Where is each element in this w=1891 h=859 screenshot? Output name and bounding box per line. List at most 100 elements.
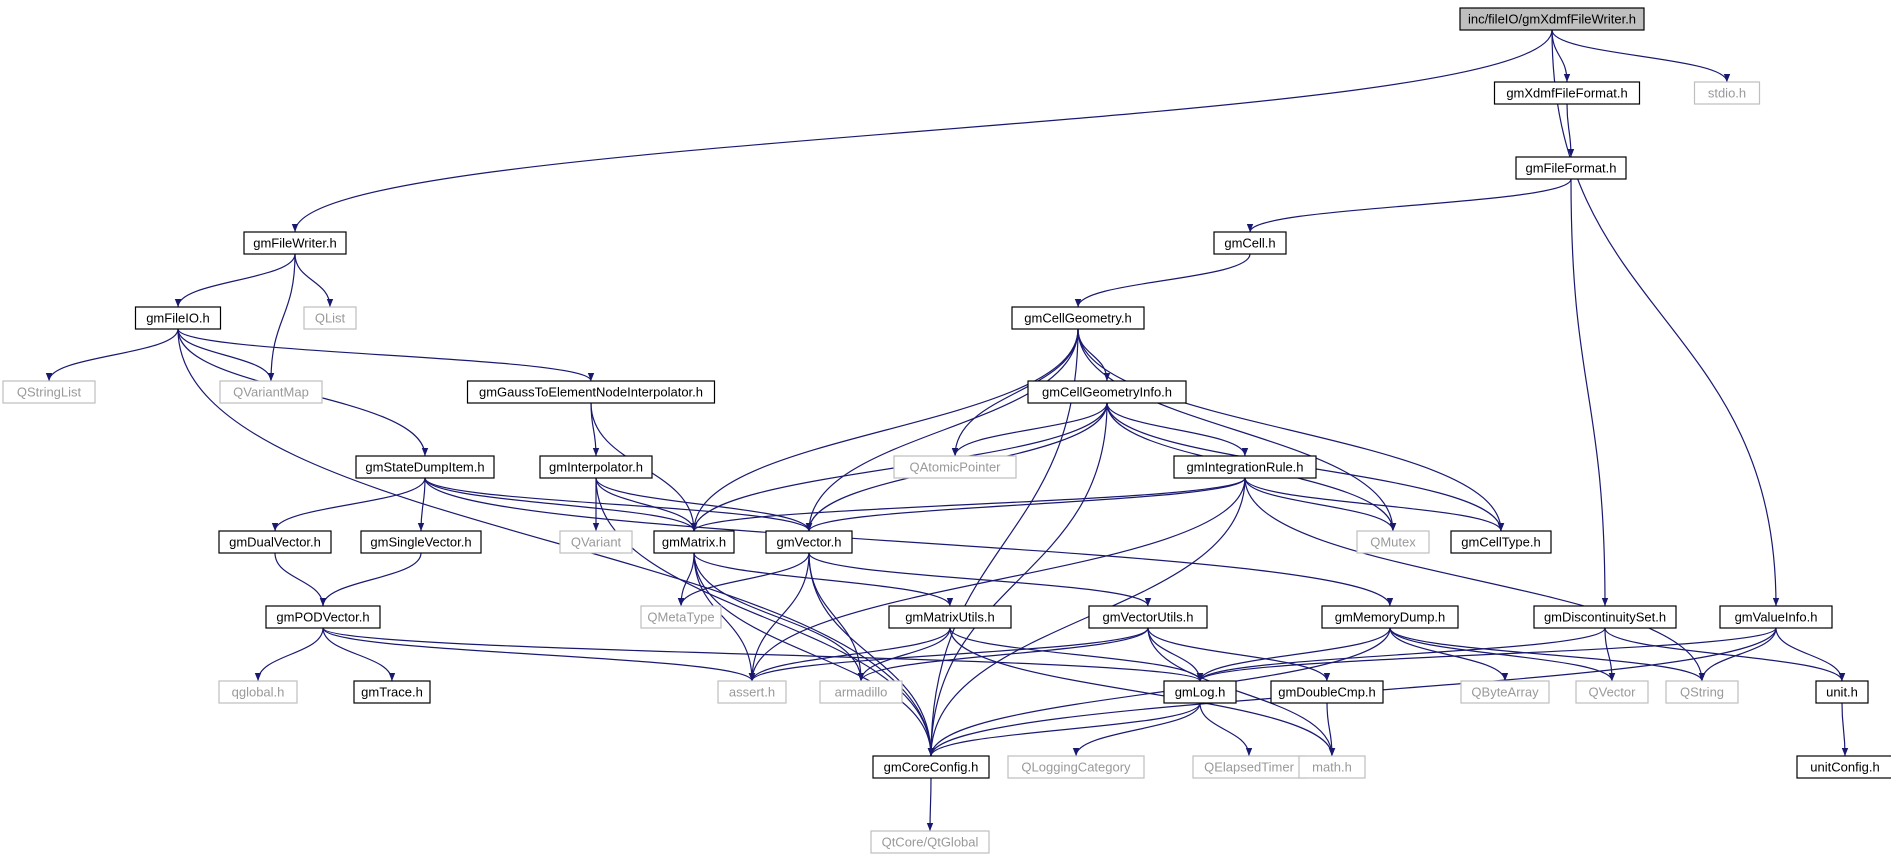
node-label: gmDoubleCmp.h: [1278, 684, 1376, 699]
node-label: QVariant: [571, 534, 622, 549]
node-label: gmVectorUtils.h: [1102, 609, 1193, 624]
node-qlist: QList: [303, 306, 357, 330]
node-discset[interactable]: gmDiscontinuitySet.h: [1533, 605, 1677, 629]
node-root[interactable]: inc/fileIO/gmXdmfFileWriter.h: [1459, 7, 1645, 31]
node-label: QMutex: [1370, 534, 1416, 549]
node-memdump[interactable]: gmMemoryDump.h: [1321, 605, 1459, 629]
node-label: gmIntegrationRule.h: [1186, 459, 1303, 474]
edge-vector-to-coreconfig: [808, 552, 935, 757]
node-box: [539, 455, 653, 479]
edge-fileio-to-qvariantmap: [177, 328, 275, 382]
node-label: qglobal.h: [232, 684, 285, 699]
node-trace[interactable]: gmTrace.h: [353, 680, 431, 704]
node-unit[interactable]: unit.h: [1815, 680, 1869, 704]
node-cellgeom[interactable]: gmCellGeometry.h: [1011, 306, 1145, 330]
node-filewriter[interactable]: gmFileWriter.h: [243, 231, 347, 255]
edge-matutils-to-math: [949, 627, 1336, 757]
node-label: gmLog.h: [1175, 684, 1226, 699]
edge-xdmfformat-to-fileformat: [1566, 103, 1575, 158]
node-box: [888, 605, 1012, 629]
edge-fileio-to-coreconfig: [177, 328, 935, 757]
node-box: [1298, 755, 1366, 779]
edge-dualvec-to-podvec: [274, 552, 327, 607]
node-xdmfformat[interactable]: gmXdmfFileFormat.h: [1493, 81, 1641, 105]
node-box: [1356, 530, 1430, 554]
node-box: [1027, 380, 1187, 404]
node-qelapsed: QElapsedTimer: [1192, 755, 1306, 779]
node-label: gmFileIO.h: [146, 310, 210, 325]
edge-coreconfig-to-qtglobal: [926, 777, 934, 832]
node-label: gmCellType.h: [1461, 534, 1540, 549]
node-matrix[interactable]: gmMatrix.h: [653, 530, 735, 554]
node-label: gmCellGeometryInfo.h: [1042, 384, 1172, 399]
node-box: [1533, 605, 1677, 629]
node-celltype[interactable]: gmCellType.h: [1450, 530, 1552, 554]
node-label: gmMatrixUtils.h: [905, 609, 995, 624]
node-dualvec[interactable]: gmDualVector.h: [218, 530, 332, 554]
edge-interp-to-vector: [595, 477, 813, 532]
node-box: [2, 380, 96, 404]
node-unitconfig[interactable]: unitConfig.h: [1796, 755, 1891, 779]
edge-filewriter-to-qvariantmap: [267, 253, 296, 382]
edge-cell-to-cellgeom: [1074, 253, 1251, 308]
edge-unit-to-unitconfig: [1841, 702, 1849, 757]
node-box: [1163, 680, 1237, 704]
node-stdio: stdio.h: [1693, 81, 1761, 105]
edge-intrule-to-celltype: [1244, 477, 1505, 532]
node-podvec[interactable]: gmPODVector.h: [265, 605, 381, 629]
edge-podvec-to-log: [322, 627, 1203, 682]
edge-doublecmp-to-math: [1326, 702, 1336, 757]
node-box: [640, 605, 722, 629]
edge-matutils-to-assert: [748, 627, 951, 682]
edge-matutils-to-armadillo: [857, 627, 951, 682]
node-singlevec[interactable]: gmSingleVector.h: [360, 530, 482, 554]
node-label: gmCoreConfig.h: [884, 759, 979, 774]
node-label: QLoggingCategory: [1021, 759, 1131, 774]
edge-cellgeom-to-vector: [805, 328, 1079, 532]
node-statedump[interactable]: gmStateDumpItem.h: [355, 455, 495, 479]
edge-fileformat-to-discset: [1570, 178, 1609, 607]
node-qvariant: QVariant: [559, 530, 633, 554]
node-qstringlist: QStringList: [2, 380, 96, 404]
node-log[interactable]: gmLog.h: [1163, 680, 1237, 704]
node-fileio[interactable]: gmFileIO.h: [134, 306, 222, 330]
edge-fileio-to-qstringlist: [45, 328, 179, 382]
node-label: QByteArray: [1471, 684, 1539, 699]
node-label: QMetaType: [647, 609, 714, 624]
node-box: [717, 680, 787, 704]
edge-cellgeom-to-celltype: [1077, 328, 1505, 532]
node-valueinfo[interactable]: gmValueInfo.h: [1719, 605, 1833, 629]
node-box: [355, 455, 495, 479]
edge-vector-to-vecutils: [808, 552, 1152, 607]
node-matutils[interactable]: gmMatrixUtils.h: [888, 605, 1012, 629]
node-box: [1796, 755, 1891, 779]
node-assert: assert.h: [717, 680, 787, 704]
node-box: [872, 755, 990, 779]
node-gauss[interactable]: gmGaussToElementNodeInterpolator.h: [466, 380, 716, 404]
node-doublecmp[interactable]: gmDoubleCmp.h: [1270, 680, 1384, 704]
edge-memdump-to-qvector: [1389, 627, 1616, 682]
node-intrule[interactable]: gmIntegrationRule.h: [1173, 455, 1317, 479]
node-box: [1007, 755, 1145, 779]
node-label: gmDualVector.h: [229, 534, 321, 549]
edge-vecutils-to-math: [1147, 627, 1336, 757]
edge-cellgeominfo-to-qatomic: [951, 402, 1108, 457]
node-qstring: QString: [1665, 680, 1739, 704]
node-coreconfig[interactable]: gmCoreConfig.h: [872, 755, 990, 779]
edge-log-to-qelapsed: [1199, 702, 1253, 757]
node-cell[interactable]: gmCell.h: [1213, 231, 1287, 255]
node-label: inc/fileIO/gmXdmfFileWriter.h: [1468, 11, 1636, 26]
edge-log-to-coreconfig: [927, 702, 1201, 757]
node-box: [1011, 306, 1145, 330]
node-vector[interactable]: gmVector.h: [765, 530, 853, 554]
node-cellgeominfo[interactable]: gmCellGeometryInfo.h: [1027, 380, 1187, 404]
node-interp[interactable]: gmInterpolator.h: [539, 455, 653, 479]
node-label: gmFileFormat.h: [1525, 160, 1616, 175]
node-box: [243, 231, 347, 255]
node-box: [1450, 530, 1552, 554]
edge-matrix-to-matutils: [693, 552, 954, 607]
node-fileformat[interactable]: gmFileFormat.h: [1515, 156, 1627, 180]
node-vecutils[interactable]: gmVectorUtils.h: [1088, 605, 1208, 629]
node-box: [1459, 7, 1645, 31]
